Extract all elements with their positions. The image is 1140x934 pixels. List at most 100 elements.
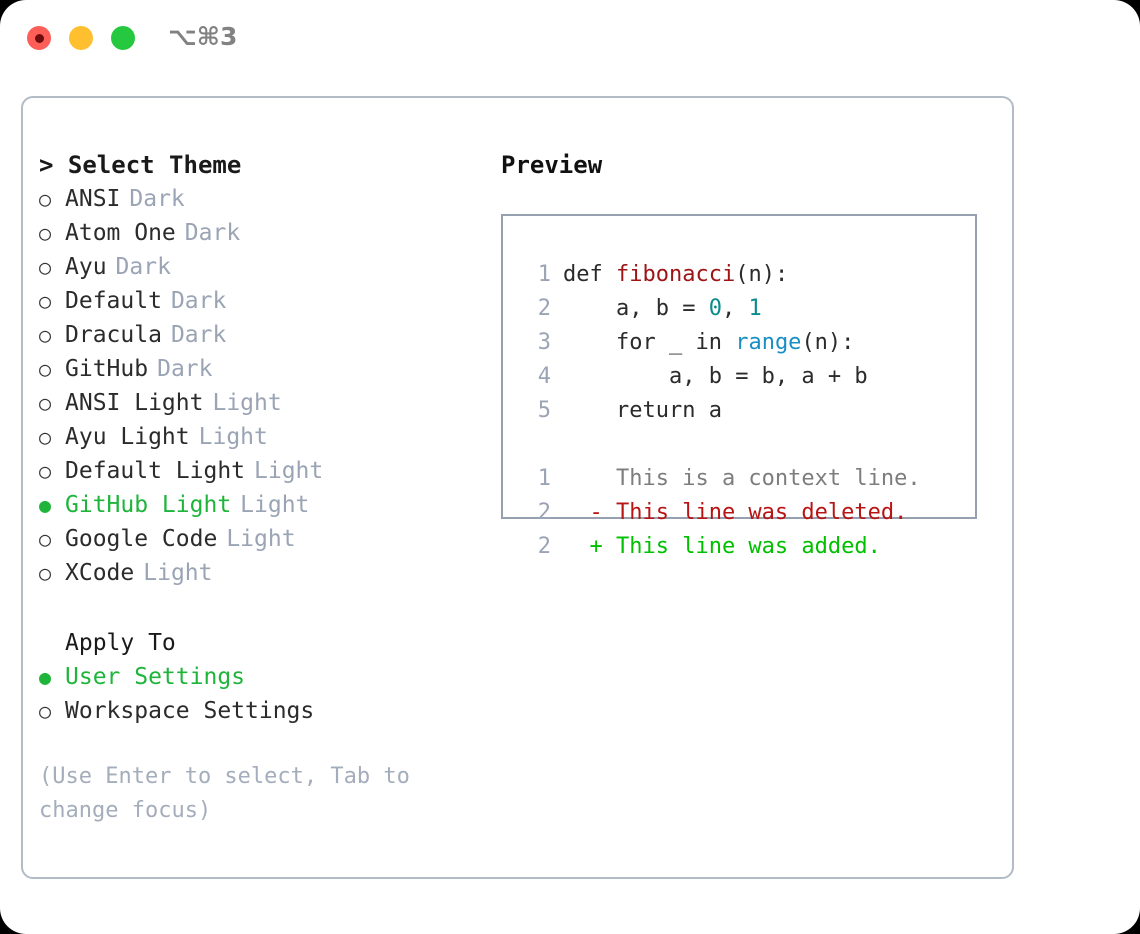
diff-line-deleted: 2 - This line was deleted. xyxy=(503,496,975,530)
theme-option-tag: Dark xyxy=(115,254,171,280)
theme-option-tag: Light xyxy=(240,492,310,518)
code-token-plain: return a xyxy=(615,398,722,423)
code-line-content: for _ in range(n): xyxy=(563,326,854,360)
code-token-call: range xyxy=(735,330,802,355)
theme-option-label: Ayu Light xyxy=(65,424,190,450)
apply-to-option-user-settings[interactable]: ● User Settings xyxy=(39,660,499,694)
diff-sample: 1 This is a context line.2 - This line w… xyxy=(503,462,975,564)
radio-unselected-icon: ○ xyxy=(39,459,52,483)
code-line: 2 a, b = 0, 1 xyxy=(503,292,975,326)
radio-unselected-icon: ○ xyxy=(39,527,52,551)
keyboard-shortcut-label: ⌥⌘3 xyxy=(168,22,238,51)
radio-unselected-icon: ○ xyxy=(39,699,52,723)
theme-option-default[interactable]: ○ Default Dark xyxy=(39,284,499,318)
diff-line-context: 1 This is a context line. xyxy=(503,462,975,496)
theme-option-tag: Light xyxy=(143,560,213,586)
preview-heading: Preview xyxy=(501,151,603,179)
radio-unselected-icon: ○ xyxy=(39,255,52,279)
code-token-plain: a, b = xyxy=(615,296,709,321)
code-line: 4 a, b = b, a + b xyxy=(503,360,975,394)
section-spacer xyxy=(39,590,499,626)
theme-option-tag: Dark xyxy=(129,186,185,212)
apply-to-option-workspace-settings[interactable]: ○ Workspace Settings xyxy=(39,694,499,728)
theme-option-tag: Light xyxy=(254,458,324,484)
minimize-button-icon[interactable] xyxy=(69,26,93,50)
close-button-icon[interactable] xyxy=(27,26,51,50)
apply-to-option-list[interactable]: ● User Settings ○ Workspace Settings xyxy=(39,660,499,728)
theme-option-xcode[interactable]: ○ XCode Light xyxy=(39,556,499,590)
code-token-num: 1 xyxy=(748,296,762,321)
code-token-punct: (n): xyxy=(735,262,789,287)
theme-option-tag: Dark xyxy=(157,356,213,382)
theme-option-label: XCode xyxy=(65,560,135,586)
code-diff-spacer xyxy=(503,428,975,462)
theme-option-label: GitHub Light xyxy=(65,492,232,518)
radio-unselected-icon: ○ xyxy=(39,289,52,313)
theme-option-ayu-light[interactable]: ○ Ayu Light Light xyxy=(39,420,499,454)
theme-option-dracula[interactable]: ○ Dracula Dark xyxy=(39,318,499,352)
code-token-plain: , xyxy=(721,296,749,321)
theme-option-github-light[interactable]: ● GitHub Light Light xyxy=(39,488,499,522)
code-token-plain: def xyxy=(563,262,616,287)
radio-unselected-icon: ○ xyxy=(39,323,52,347)
theme-option-tag: Dark xyxy=(170,322,227,348)
code-line-number: 2 xyxy=(537,296,551,321)
radio-unselected-icon: ○ xyxy=(39,425,52,449)
code-line-number: 5 xyxy=(537,398,551,423)
theme-option-tag: Light xyxy=(198,424,268,450)
diff-line-content: - This line was deleted. xyxy=(563,500,908,525)
diff-line-content: + This line was added. xyxy=(563,534,881,559)
apply-to-option-label: Workspace Settings xyxy=(65,698,315,724)
code-line-content: return a xyxy=(563,394,722,428)
select-theme-heading: > Select Theme xyxy=(39,151,242,179)
radio-unselected-icon: ○ xyxy=(39,391,52,415)
radio-selected-icon: ● xyxy=(39,493,52,517)
theme-option-label: Atom One xyxy=(65,220,176,246)
theme-option-label: Default xyxy=(65,288,162,314)
theme-option-label: ANSI Light xyxy=(65,390,204,416)
theme-option-label: Ayu xyxy=(65,254,107,280)
diff-line-number: 1 xyxy=(537,466,551,491)
code-token-plain: a, b = b, a + b xyxy=(668,364,868,389)
title-bar: ⌥⌘3 xyxy=(0,0,1140,78)
diff-line-content: This is a context line. xyxy=(563,466,921,491)
zoom-button-icon[interactable] xyxy=(111,26,135,50)
theme-option-ayu[interactable]: ○ Ayu Dark xyxy=(39,250,499,284)
theme-option-label: Default Light xyxy=(65,458,246,484)
theme-option-tag: Dark xyxy=(184,220,241,246)
code-line-content: a, b = b, a + b xyxy=(563,360,868,394)
theme-option-label: ANSI xyxy=(65,186,121,212)
code-token-num: 0 xyxy=(708,296,722,321)
code-line: 3 for _ in range(n): xyxy=(503,326,975,360)
code-line-content: a, b = 0, 1 xyxy=(563,292,762,326)
code-token-fn: fibonacci xyxy=(615,262,736,287)
code-line-number: 3 xyxy=(537,330,551,355)
theme-option-default-light[interactable]: ○ Default Light Light xyxy=(39,454,499,488)
apply-to-heading: Apply To xyxy=(65,630,176,656)
code-token-punct: (n): xyxy=(801,330,855,355)
close-dot-icon xyxy=(34,33,44,43)
code-line: 1 def fibonacci(n): xyxy=(503,258,975,292)
window-controls xyxy=(27,26,135,50)
code-line-number: 1 xyxy=(537,262,551,287)
diff-line-number: 2 xyxy=(537,500,551,525)
diff-line-added: 2 + This line was added. xyxy=(503,530,975,564)
radio-unselected-icon: ○ xyxy=(39,561,52,585)
theme-option-label: Dracula xyxy=(65,322,162,348)
apply-to-option-label: User Settings xyxy=(65,664,246,690)
radio-selected-icon: ● xyxy=(39,665,52,689)
theme-option-label: Google Code xyxy=(65,526,218,552)
theme-option-tag: Dark xyxy=(170,288,227,314)
